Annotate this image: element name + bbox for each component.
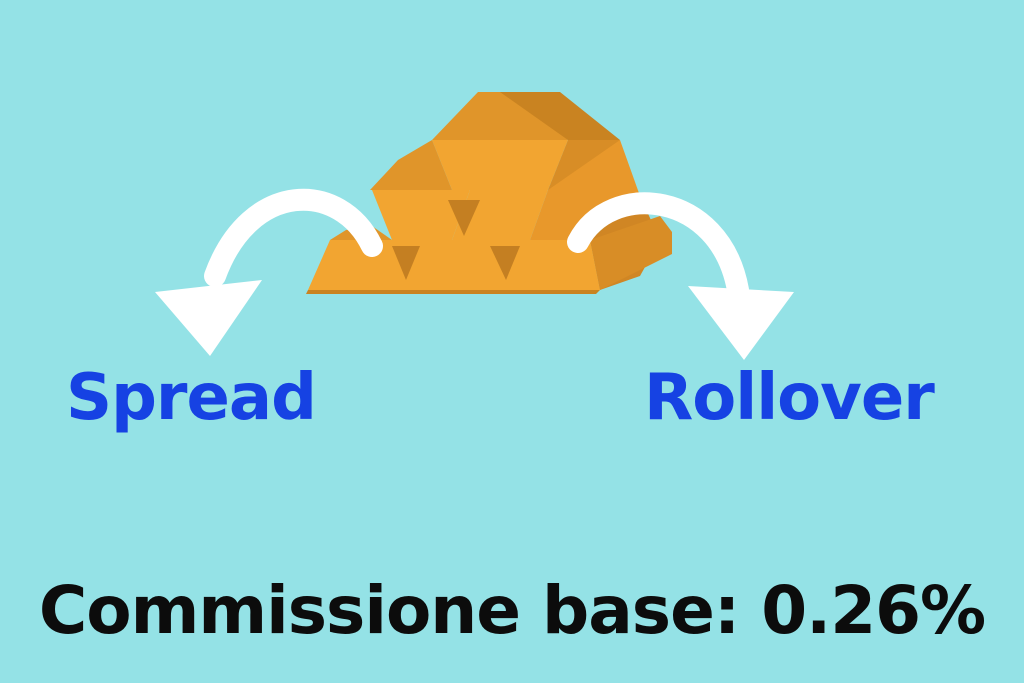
spread-label: Spread [66,361,317,435]
curved-arrow-right-icon [567,192,794,360]
curved-arrow-left-icon [155,188,383,356]
rollover-label: Rollover [644,361,935,435]
base-commission-caption: Commissione base: 0.26% [38,572,986,649]
gold-bars-icon [306,92,672,294]
